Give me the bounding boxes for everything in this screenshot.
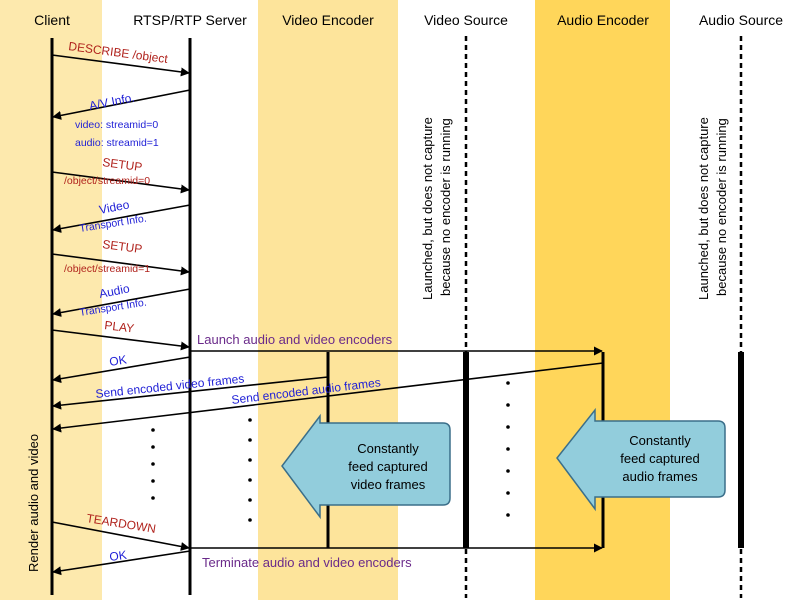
send-video-label: Send encoded video frames bbox=[95, 371, 245, 401]
ok-teardown-arrow bbox=[52, 550, 191, 576]
terminate-label: Terminate audio and video encoders bbox=[202, 555, 412, 570]
audio-transport-label: Audio bbox=[98, 281, 131, 301]
ok-play-label: OK bbox=[108, 352, 127, 369]
play-arrow bbox=[51, 329, 190, 351]
continuation-dots-client bbox=[151, 428, 155, 500]
setup-audio-label: SETUP bbox=[102, 237, 144, 256]
video-streamid-label: video: streamid=0 bbox=[75, 119, 158, 131]
audio-frames-callout-icon bbox=[556, 407, 726, 512]
audio-source-note-line2: because no encoder is running bbox=[714, 118, 729, 296]
lane-header-audio-encoder: Audio Encoder bbox=[557, 12, 649, 28]
audio-source-note-line1: Launched, but does not capture bbox=[696, 117, 711, 300]
continuation-dots-server bbox=[248, 418, 252, 522]
send-video-arrow bbox=[52, 376, 329, 410]
audio-callout-line3: audio frames bbox=[622, 469, 698, 484]
setup-video-path-label: /object/streamid=0 bbox=[64, 175, 150, 187]
video-transport-arrow bbox=[52, 204, 191, 233]
video-transport-label: Video bbox=[98, 197, 131, 217]
launch-label: Launch audio and video encoders bbox=[197, 332, 393, 347]
send-audio-arrow bbox=[52, 362, 604, 433]
setup-audio-arrow bbox=[51, 253, 190, 276]
continuation-dots-video-source bbox=[506, 381, 510, 517]
video-source-note-line2: because no encoder is running bbox=[438, 118, 453, 296]
describe-arrow bbox=[51, 54, 190, 77]
video-callout-line3: video frames bbox=[351, 477, 426, 492]
setup-audio-path-label: /object/streamid=1 bbox=[64, 263, 150, 275]
video-source-note-line1: Launched, but does not capture bbox=[420, 117, 435, 300]
lane-header-client: Client bbox=[34, 12, 70, 28]
av-info-arrow bbox=[52, 89, 191, 120]
video-frames-callout-icon bbox=[281, 413, 451, 520]
ok-teardown-label: OK bbox=[108, 548, 127, 564]
audio-callout-line2: feed captured bbox=[620, 451, 700, 466]
ok-play-arrow bbox=[52, 356, 191, 384]
setup-video-arrow bbox=[51, 171, 190, 194]
video-callout-line1: Constantly bbox=[357, 441, 419, 456]
lane-header-video-source: Video Source bbox=[424, 12, 508, 28]
audio-callout-line1: Constantly bbox=[629, 433, 691, 448]
audio-transport-arrow bbox=[52, 288, 191, 317]
render-note: Render audio and video bbox=[26, 434, 41, 572]
teardown-arrow bbox=[51, 521, 190, 551]
audio-streamid-label: audio: streamid=1 bbox=[75, 137, 159, 149]
setup-video-label: SETUP bbox=[102, 155, 144, 174]
lane-header-audio-source: Audio Source bbox=[699, 12, 783, 28]
video-callout-line2: feed captured bbox=[348, 459, 428, 474]
lane-header-rtsp-server: RTSP/RTP Server bbox=[133, 12, 247, 28]
lane-header-video-encoder: Video Encoder bbox=[282, 12, 374, 28]
play-label: PLAY bbox=[104, 318, 135, 336]
